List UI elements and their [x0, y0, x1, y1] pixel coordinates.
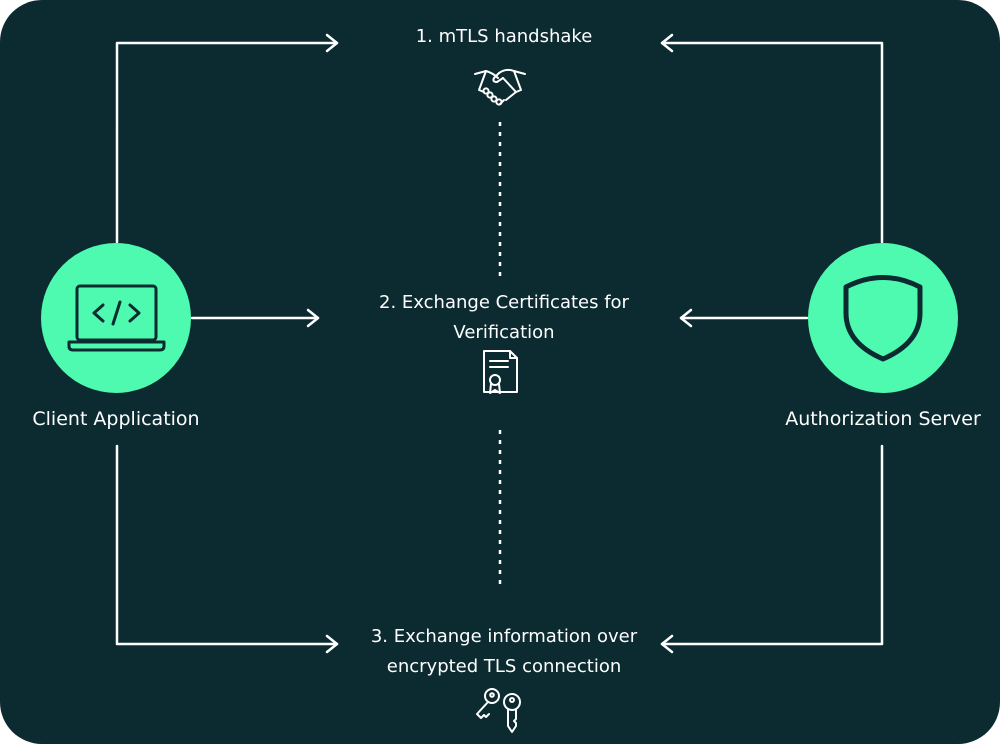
shield-icon — [843, 275, 923, 362]
keys-icon — [476, 688, 521, 733]
step-3-label: 3. Exchange information over encrypted T… — [371, 622, 637, 682]
client-to-handshake-line — [115, 41, 339, 244]
arrowhead-client-step3 — [325, 634, 339, 654]
step-3-line-2: encrypted TLS connection — [386, 656, 622, 677]
step-2-line-2: Verification — [453, 322, 555, 343]
client-application-label: Client Application — [32, 408, 200, 430]
client-to-exchange-line — [115, 444, 339, 646]
arrowhead-server-step1 — [660, 33, 674, 53]
step-3-line-1: 3. Exchange information over — [370, 626, 638, 647]
arrowhead-server-step3 — [660, 634, 674, 654]
certificate-icon — [483, 350, 518, 394]
step-2-line-1: 2. Exchange Certificates for — [379, 292, 629, 313]
authorization-server-label: Authorization Server — [785, 408, 981, 430]
laptop-code-icon — [67, 284, 166, 352]
step-1-label: 1. mTLS handshake — [416, 22, 593, 52]
handshake-icon — [474, 68, 526, 106]
arrowhead-server-step2 — [679, 308, 693, 328]
step-2-label: 2. Exchange Certificates for Verificatio… — [379, 288, 629, 348]
authorization-server-node — [808, 243, 958, 393]
client-application-node — [41, 243, 191, 393]
step-1-line-1: 1. mTLS handshake — [415, 26, 593, 47]
server-to-handshake-line — [660, 41, 884, 244]
arrowhead-client-step1 — [325, 33, 339, 53]
arrowhead-client-step2 — [306, 308, 320, 328]
server-to-exchange-line — [660, 444, 884, 646]
